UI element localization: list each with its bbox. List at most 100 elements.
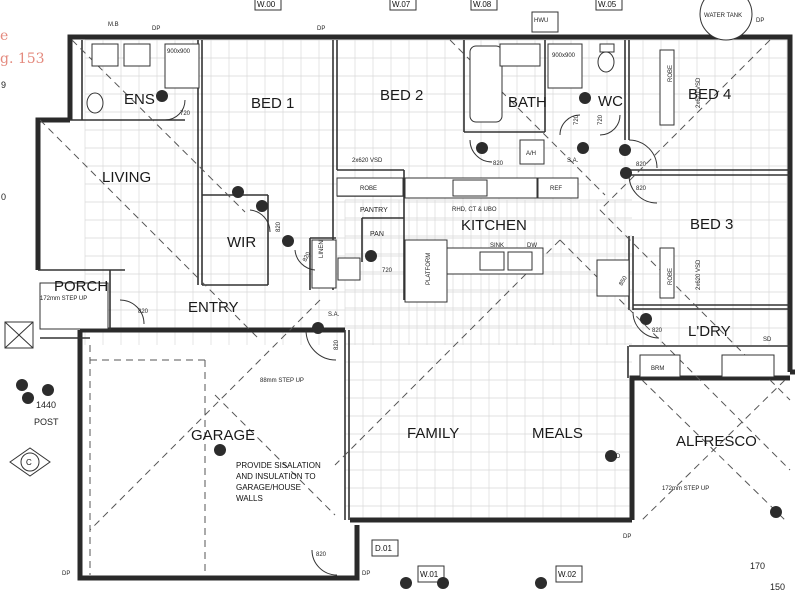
dim-1440: 1440	[36, 400, 56, 410]
service-markers	[16, 90, 782, 589]
vsd-bed4: 2x620 VSD	[696, 77, 702, 108]
sink-label: SINK	[490, 243, 504, 249]
section-c-marker: C	[26, 458, 32, 467]
room-pan: PAN	[370, 231, 384, 238]
room-labels: ENS BED 1 BED 2 BATH WC BED 4 LIVING KIT…	[54, 86, 757, 450]
fixtures	[4, 0, 775, 378]
tag-w00-top: W.00	[257, 0, 276, 9]
room-bed1: BED 1	[251, 95, 294, 112]
dim-720-pan: 720	[382, 268, 393, 274]
service-marker	[16, 379, 28, 391]
margin-ref-2: g. 153	[0, 51, 45, 67]
shower-size-bath: 900x900	[552, 53, 576, 59]
room-ldry: L'DRY	[688, 323, 731, 340]
brm-label: BRM	[651, 366, 664, 372]
dp-label-corner: DP	[756, 18, 764, 24]
step-garage-note: 88mm STEP UP	[260, 378, 304, 384]
dim-720-ens: 720	[180, 111, 191, 117]
room-entry: ENTRY	[188, 299, 239, 316]
service-marker	[605, 450, 617, 462]
tag-d01: D.01	[375, 544, 392, 553]
dp-label-alfresco: DP	[623, 534, 631, 540]
dim-820-ldry: 820	[652, 328, 663, 334]
service-marker	[282, 235, 294, 247]
dim-150: 150	[770, 582, 785, 592]
dim-850-ldry: 850	[619, 275, 630, 287]
room-meals: MEALS	[532, 425, 583, 442]
service-marker	[620, 167, 632, 179]
dim-820-entry: 820	[334, 339, 340, 350]
service-marker	[476, 142, 488, 154]
service-marker	[256, 200, 268, 212]
dp-label-bottom: DP	[362, 571, 370, 577]
ref-label: REF	[550, 186, 562, 192]
rhd-label: RHD, CT & UBO	[452, 207, 497, 213]
dim-820-bed1: 820	[302, 251, 312, 263]
water-tank-label: WATER TANK	[704, 13, 742, 19]
internal-walls	[38, 40, 790, 520]
tag-w02: W.02	[558, 570, 577, 579]
room-ens: ENS	[124, 91, 155, 108]
margin-edge-0: 0	[1, 192, 6, 202]
room-family: FAMILY	[407, 425, 459, 442]
dp-label-garage: DP	[62, 571, 70, 577]
tag-w01: W.01	[420, 570, 439, 579]
service-marker	[365, 250, 377, 262]
tag-w08: W.08	[473, 0, 492, 9]
shower-size-ens: 900x900	[167, 49, 191, 55]
service-marker	[437, 577, 449, 589]
step-porch-note: 172mm STEP UP	[40, 296, 87, 302]
notes: 172mm STEP UP 88mm STEP UP 172mm STEP UP…	[34, 296, 709, 503]
door-swings	[119, 99, 660, 576]
step-alfresco-note: 172mm STEP UP	[662, 486, 709, 492]
service-marker	[400, 577, 412, 589]
service-marker	[312, 322, 324, 334]
service-marker	[577, 142, 589, 154]
platform-label: PLATFORM	[426, 253, 432, 285]
insulation-note-2: AND INSULATION TO	[236, 472, 316, 481]
roof-lines	[39, 39, 791, 575]
service-marker	[535, 577, 547, 589]
service-marker	[640, 313, 652, 325]
service-marker	[22, 392, 34, 404]
service-marker	[214, 444, 226, 456]
external-walls	[35, 34, 795, 581]
room-garage: GARAGE	[191, 427, 255, 444]
room-living: LIVING	[102, 169, 151, 186]
service-marker	[156, 90, 168, 102]
service-marker	[770, 506, 782, 518]
room-pantry: PANTRY	[360, 207, 388, 214]
hwu-label: HWU	[534, 18, 548, 24]
dimension-labels: 720 820 820 820 720 720 820 820 720 820 …	[36, 111, 785, 592]
dim-820-bed3: 820	[636, 186, 647, 192]
vsd-bed2: 2x620 VSD	[352, 158, 383, 164]
service-marker	[232, 186, 244, 198]
linen-label: LINEN	[319, 240, 325, 258]
tag-w05: W.05	[598, 0, 617, 9]
mb-label: M.B	[108, 22, 119, 28]
insulation-note-1: PROVIDE SISALATION	[236, 461, 321, 470]
service-marker	[619, 144, 631, 156]
dim-820-bed2: 820	[493, 161, 504, 167]
sa-label-wc: S.A.	[567, 158, 579, 164]
service-marker	[42, 384, 54, 396]
dim-170: 170	[750, 561, 765, 571]
vsd-bed3: 2x620 VSD	[696, 259, 702, 290]
robe-bed4: ROBE	[668, 65, 674, 82]
room-bed2: BED 2	[380, 87, 423, 104]
dim-720-wc: 720	[598, 114, 604, 125]
dp-label-top: DP	[152, 26, 160, 32]
service-marker	[579, 92, 591, 104]
sd-label-ldry: SD	[763, 337, 772, 343]
room-porch: PORCH	[54, 278, 108, 295]
dim-820-wir: 820	[276, 221, 282, 232]
room-bath: BATH	[508, 94, 547, 111]
room-bed3: BED 3	[690, 216, 733, 233]
dim-820-bed4: 820	[636, 162, 647, 168]
margin-edge-9: 9	[1, 80, 6, 90]
dp-label-top2: DP	[317, 26, 325, 32]
room-wc: WC	[598, 93, 623, 110]
insulation-note-3: GARAGE/HOUSE	[236, 483, 301, 492]
robe-bed3: ROBE	[668, 268, 674, 285]
